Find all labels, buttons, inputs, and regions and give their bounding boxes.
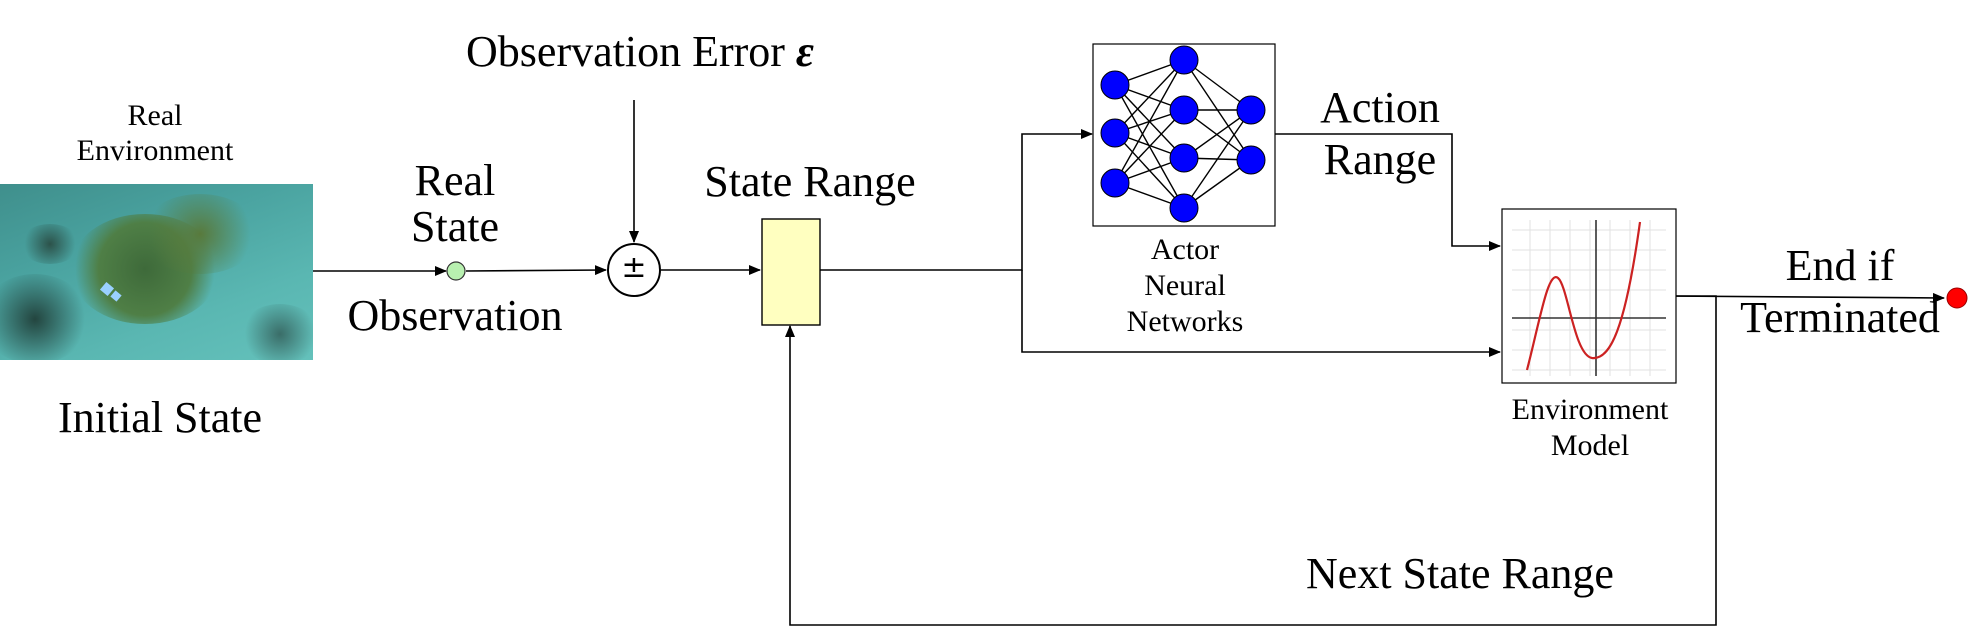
- terminal-node: [1946, 287, 1968, 309]
- environment-model-graph-icon: [1501, 208, 1677, 384]
- arrow-state-range-to-actor: [820, 129, 1093, 271]
- end-if-terminated-label: End if Terminated: [1740, 241, 1940, 342]
- arrow-next-state-feedback: [785, 295, 1717, 626]
- observation-label: Observation: [347, 291, 563, 340]
- action-range-label: Action Range: [1320, 83, 1440, 184]
- arrow-actor-to-env-model: [1275, 133, 1501, 251]
- real-environment-image: [0, 184, 313, 360]
- real-environment-label: Real Environment: [76, 99, 234, 168]
- initial-state-label: Initial State: [57, 393, 263, 442]
- actor-networks-label: Actor Neural Networks: [1126, 233, 1244, 338]
- arrow-real-state-to-sum: [465, 265, 607, 276]
- environment-model-label: Environment Model: [1511, 393, 1669, 462]
- epsilon-symbol: ε: [795, 27, 814, 76]
- next-state-range-label: Next State Range: [1306, 549, 1614, 598]
- summing-junction: [607, 243, 661, 297]
- state-range-box: [761, 218, 821, 326]
- observation-error-label: Observation Error ε: [466, 27, 814, 76]
- real-state-label: Real State: [411, 156, 499, 252]
- plus-minus-symbol: ±: [621, 250, 647, 285]
- real-state-node: [446, 261, 466, 281]
- arrow-state-range-to-env-model: [1021, 270, 1501, 357]
- state-range-label: State Range: [704, 157, 916, 206]
- actor-network-icon: [1092, 43, 1276, 227]
